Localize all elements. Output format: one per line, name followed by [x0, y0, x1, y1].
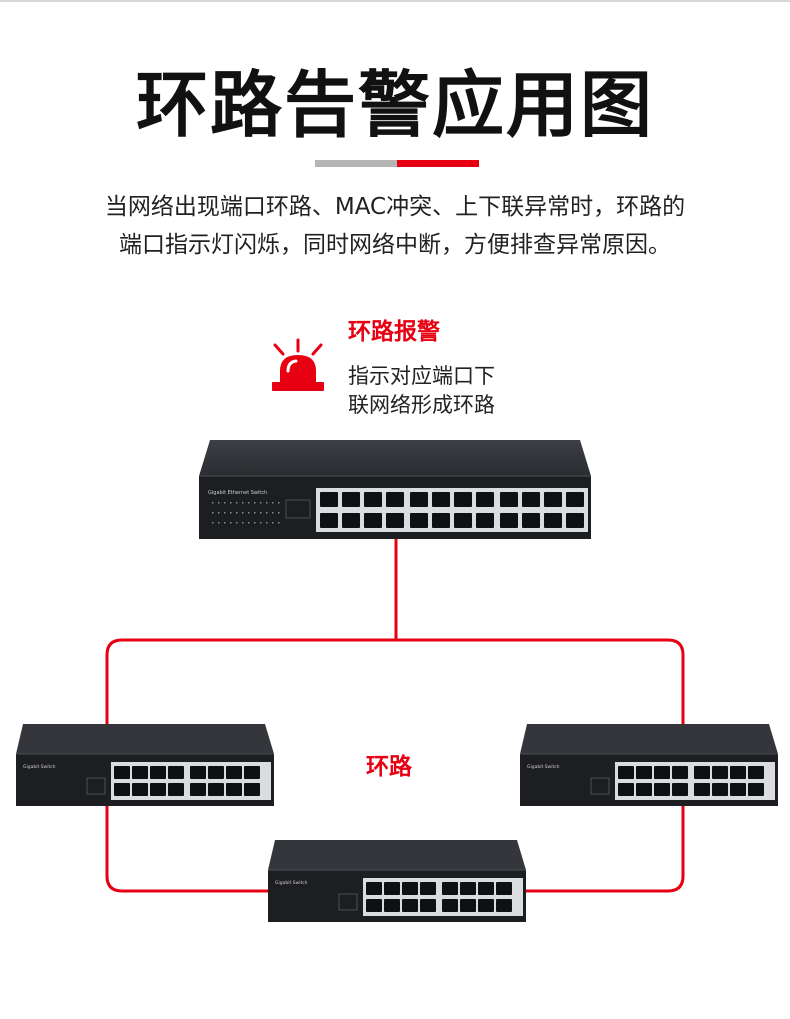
left-switch-label: Gigabit Switch [23, 764, 56, 770]
main-switch-leds [212, 502, 280, 524]
title-underline-gray [315, 160, 397, 167]
page-title: 环路告警应用图 [135, 63, 654, 147]
left-switch-mode-panel [86, 777, 106, 795]
main-switch-label: Gigabit Ethernet Switch [208, 490, 267, 496]
alarm-line-2: 联网络形成环路 [348, 393, 495, 417]
alarm-title: 环路报警 [348, 319, 440, 345]
left-switch-ports [114, 766, 260, 796]
top-divider [0, 0, 790, 2]
bottom-switch-label: Gigabit Switch [275, 880, 308, 886]
main-switch-port-block [316, 488, 588, 532]
main-switch-mode-panel [285, 499, 311, 519]
bottom-switch: Gigabit Switch [268, 840, 526, 922]
alarm-siren-icon [272, 338, 324, 391]
right-switch-mode-panel [590, 777, 610, 795]
left-switch: Gigabit Switch [16, 724, 274, 806]
title-underline-red [397, 160, 479, 167]
alarm-description: 指示对应端口下 联网络形成环路 [348, 362, 495, 420]
loop-label: 环路 [366, 754, 412, 780]
right-switch-label: Gigabit Switch [527, 764, 560, 770]
bottom-switch-ports [366, 882, 512, 912]
main-switch-ports [320, 492, 584, 528]
right-switch-ports [618, 766, 764, 796]
bottom-switch-mode-panel [338, 893, 358, 911]
main-switch: Gigabit Ethernet Switch [199, 440, 591, 539]
description-line-2: 端口指示灯闪烁，同时网络中断，方便排查异常原因。 [119, 232, 671, 258]
alarm-line-1: 指示对应端口下 [348, 364, 495, 388]
right-switch: Gigabit Switch [520, 724, 778, 806]
description-line-1: 当网络出现端口环路、MAC冲突、上下联异常时，环路的 [104, 194, 686, 220]
loop-cable-path [105, 536, 685, 893]
page-description: 当网络出现端口环路、MAC冲突、上下联异常时，环路的 端口指示灯闪烁，同时网络中… [0, 188, 790, 264]
